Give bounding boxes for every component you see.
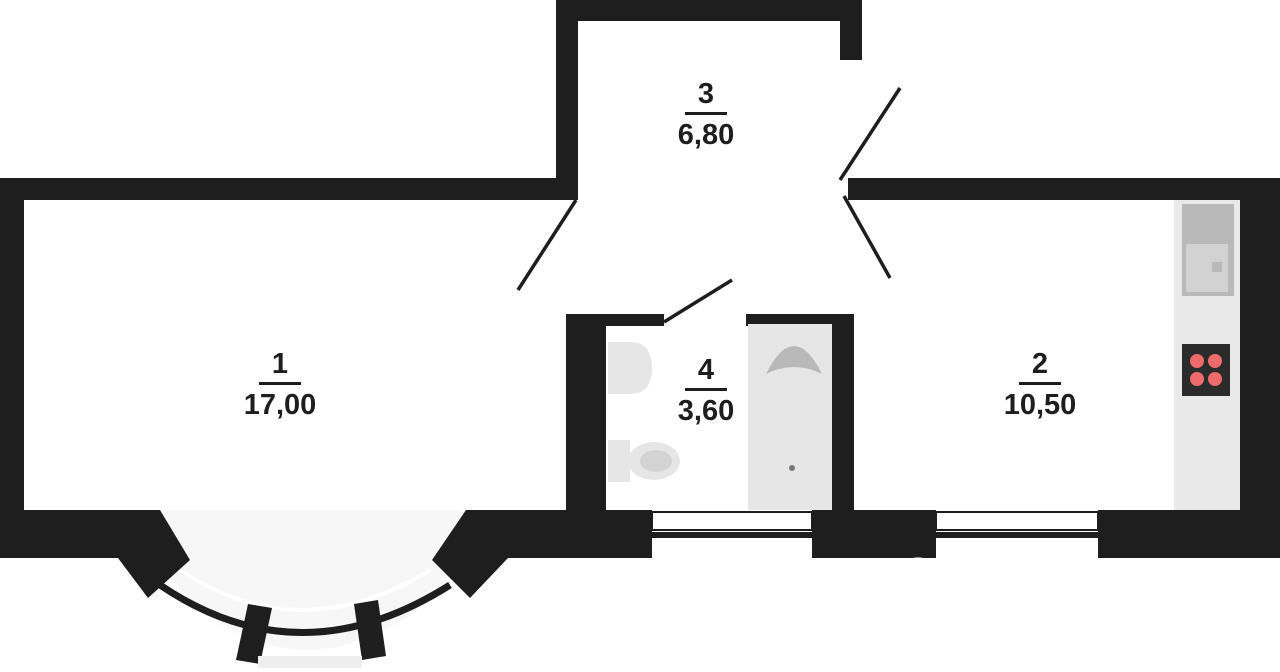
bay-sill [258,656,362,668]
room-rule [1019,382,1061,385]
wall-room2-right [1240,178,1280,558]
hob-icon [1182,344,1230,396]
wall-corridor-right-stub [840,0,862,60]
room-number: 2 [1031,348,1049,380]
room-label-4: 4 3,60 [626,354,786,427]
bay-pier-left [236,604,272,664]
room-area: 17,00 [243,389,317,421]
room-number: 4 [697,354,715,386]
toilet-seat [640,450,672,472]
room-label-1: 1 17,00 [200,348,360,421]
toilet-tank [608,440,630,482]
window-bath-sill [651,511,813,531]
bathtub-drain [789,465,795,471]
room-rule [259,382,301,385]
doors [516,87,902,324]
door-room2-leaf [842,195,892,279]
room-label-3: 3 6,80 [626,78,786,151]
wall-corridor-top [556,0,862,21]
bay-glazing [158,582,452,636]
wall-bath-top-left [566,314,664,326]
wall-room2-top [848,178,1280,200]
sink-icon [608,342,652,394]
hob-burner-1 [1190,354,1204,368]
fridge-handle [1212,262,1222,272]
room-rule [685,112,727,115]
watermark-text: циан [936,552,1027,593]
bay-wall-left [118,510,190,598]
room-number: 1 [271,348,289,380]
door-entrance-upper [838,87,902,181]
wall-room1-top [0,178,578,200]
walls [0,0,1280,558]
wall-bath-top-right [746,314,852,326]
kitchen-fixtures [1174,200,1240,510]
wall-corridor-left [556,0,578,198]
bathtub-drain-head [766,346,822,374]
bay-wall-right [432,510,508,598]
room-number: 3 [697,78,715,110]
window-bath [652,532,812,538]
wall-bath-left [566,314,606,558]
room-label-2: 2 10,50 [960,348,1120,421]
room-area: 10,50 [1003,389,1077,421]
door-bath-leaf [663,278,733,324]
watermark-logo-icon [903,557,933,587]
bathroom-fixtures [608,324,832,510]
wall-room1-left [0,178,24,558]
window-room2-sill [935,511,1099,531]
window-room2 [936,532,1098,538]
hob-burner-4 [1208,372,1222,386]
room-area: 3,60 [677,395,735,427]
hob-burner-3 [1190,372,1204,386]
room-area: 6,80 [677,119,735,151]
wall-bottom-pier-2 [812,510,936,558]
bay-pier-right [354,600,386,660]
bay-window [118,510,508,668]
door-room1-leaf [516,199,578,291]
wall-bath-right [832,314,854,514]
room-rule [685,388,727,391]
bay-glazing-inner [178,568,432,612]
hob-burner-2 [1208,354,1222,368]
wall-bottom-pier-1 [606,510,652,558]
